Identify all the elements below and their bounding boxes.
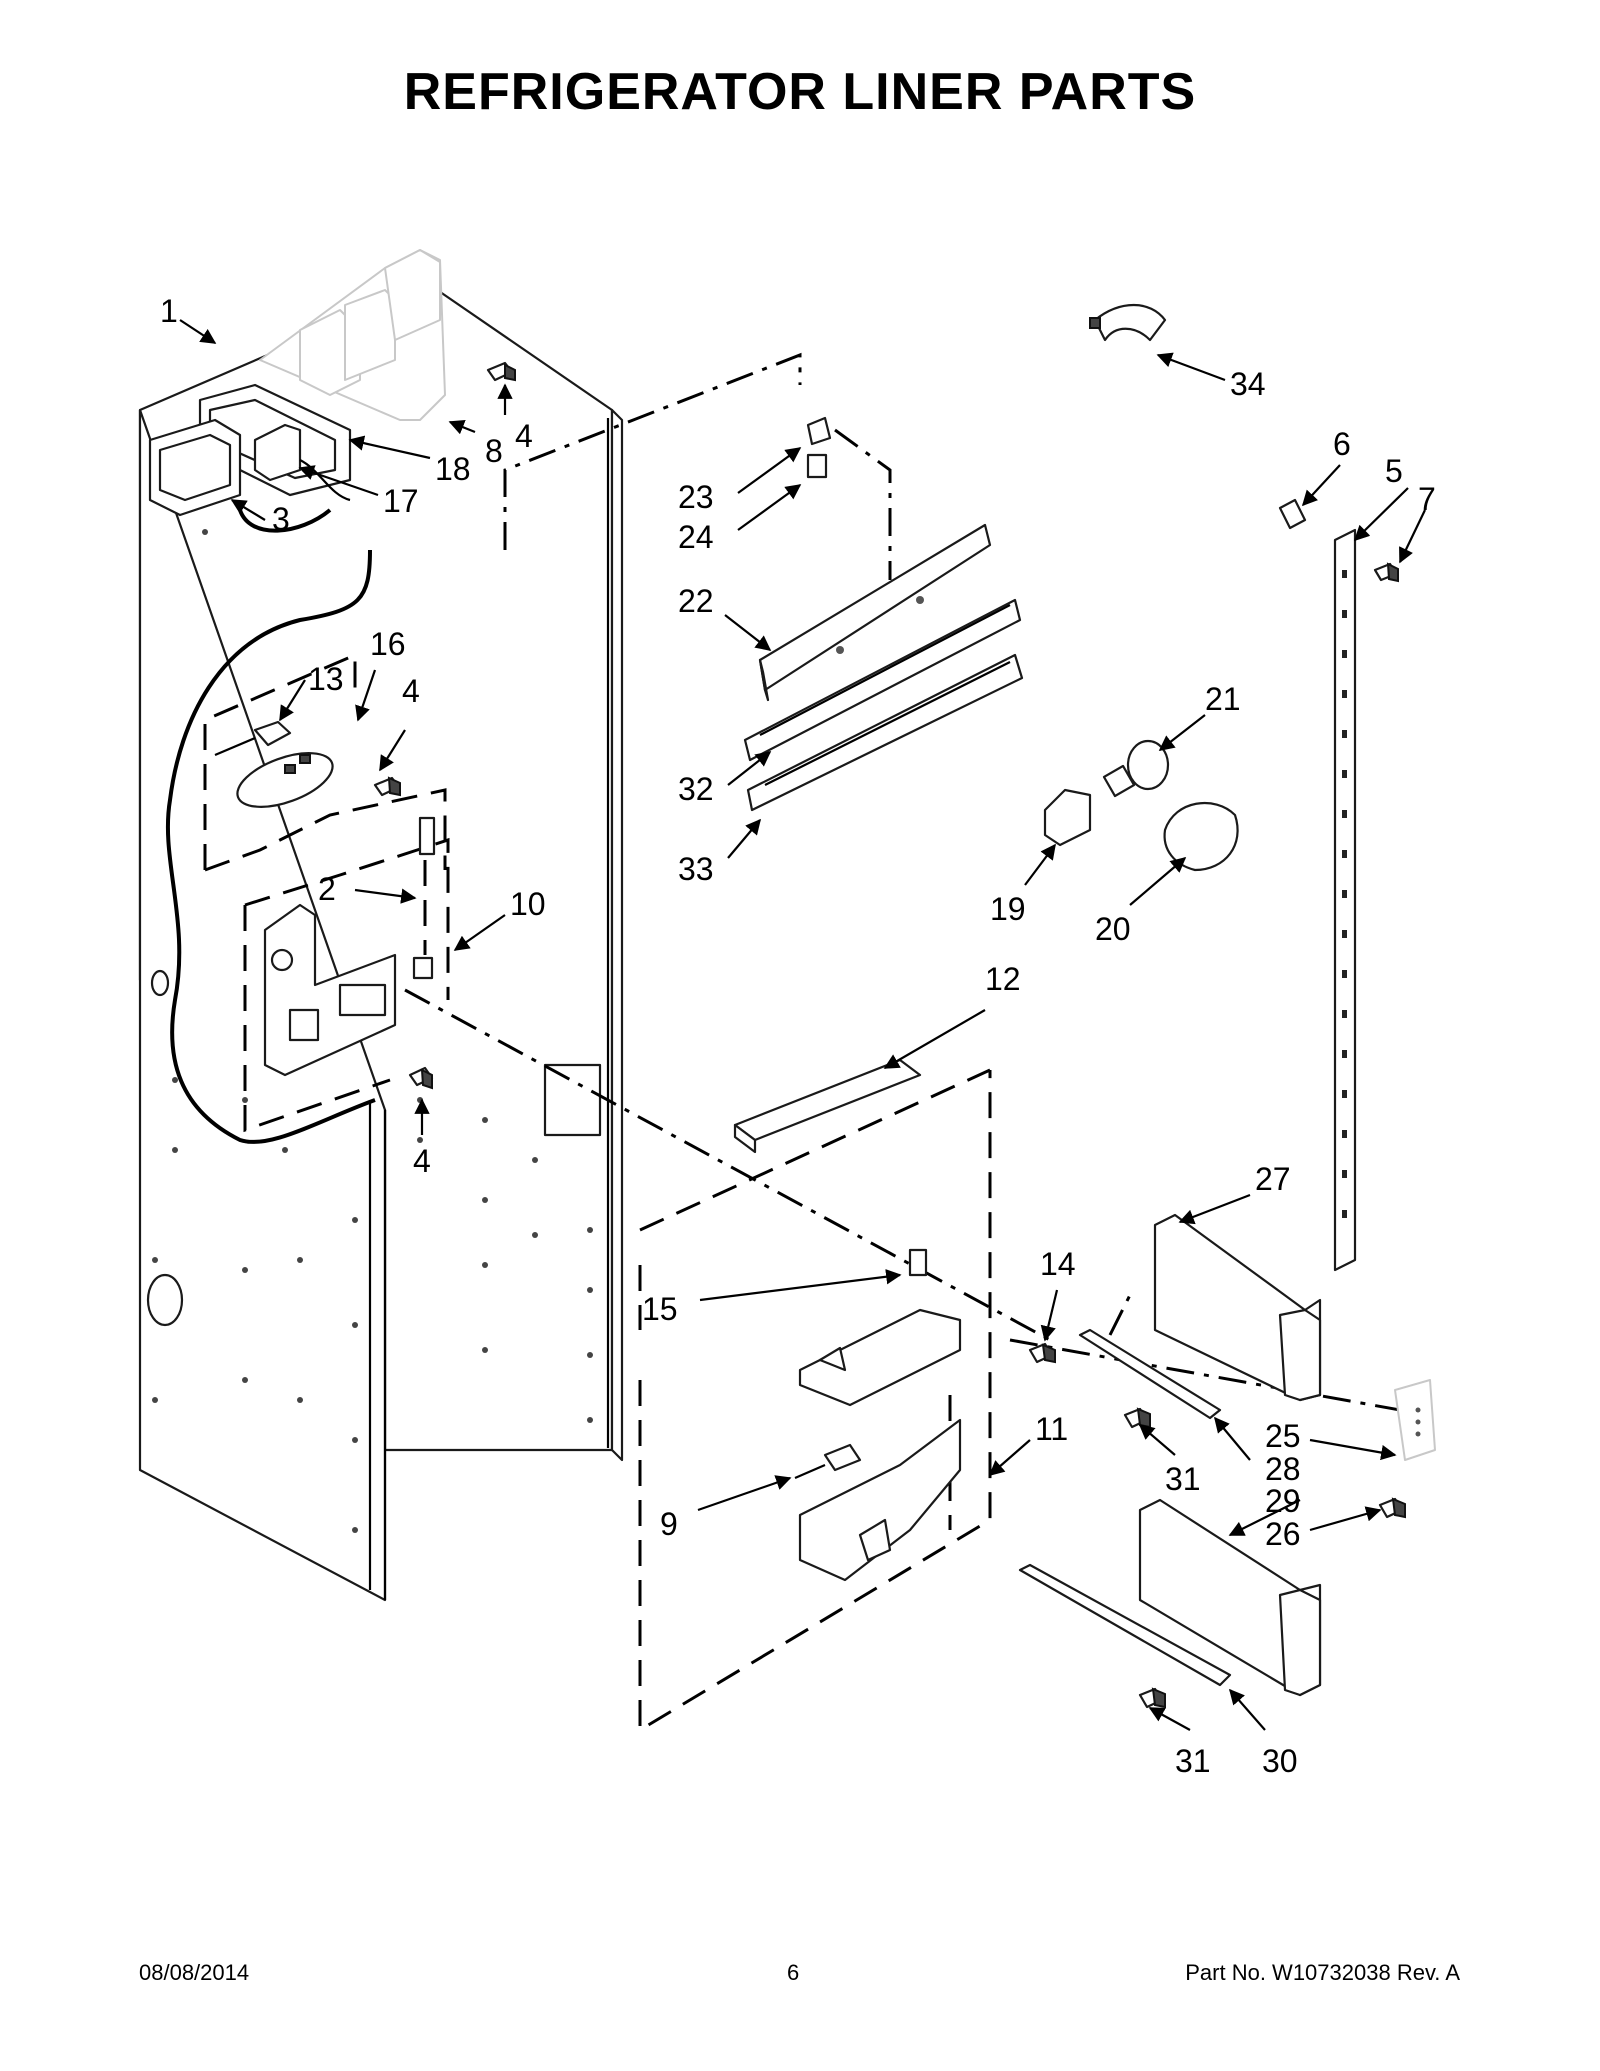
screw-26 [1378, 1497, 1406, 1519]
wire-harness [165, 508, 376, 1144]
cover-housing [798, 1308, 962, 1407]
screw-14 [1028, 1342, 1056, 1364]
callout-6: 6 [1333, 426, 1351, 462]
light-cover-20 [1163, 801, 1239, 872]
footer-part-number: Part No. W10732038 Rev. A [1185, 1960, 1460, 1985]
callout-9: 9 [660, 1506, 678, 1542]
callout-22: 22 [678, 583, 714, 619]
bracket-12 [733, 1058, 922, 1154]
alignment-line-upper [503, 352, 802, 550]
screw-4-top [486, 361, 516, 382]
retainer-clip [412, 816, 436, 980]
callout-4-low: 4 [413, 1143, 431, 1179]
callout-13: 13 [308, 661, 344, 697]
page-title: REFRIGERATOR LINER PARTS [403, 63, 1197, 121]
air-duct-ghost [259, 249, 446, 421]
light-shield-32 [743, 598, 1022, 762]
screw-4-mid [373, 776, 401, 797]
callout-3: 3 [272, 501, 290, 537]
callout-15: 15 [642, 1291, 678, 1327]
callout-25: 25 [1265, 1418, 1301, 1454]
callout-11: 11 [1035, 1411, 1068, 1447]
callout-28: 28 [1265, 1451, 1301, 1487]
screw-31-lower [1138, 1687, 1166, 1709]
bulb-socket-23 [806, 416, 832, 446]
callout-27: 27 [1255, 1161, 1291, 1197]
screw-15 [908, 1248, 928, 1277]
callout-5: 5 [1385, 453, 1403, 489]
control-badge-25 [1394, 1379, 1436, 1461]
callout-4-top: 4 [515, 418, 533, 454]
screw-7 [1373, 562, 1399, 583]
callout-1: 1 [160, 293, 178, 329]
light-shield-33 [746, 653, 1024, 812]
screw-24 [806, 453, 828, 479]
drawer-slide-28 [1078, 1328, 1222, 1420]
callout-33: 33 [678, 851, 714, 887]
dispenser-bracket-10 [243, 905, 391, 1133]
control-housing [148, 418, 242, 517]
callout-26: 26 [1265, 1516, 1301, 1552]
footer-date: 08/08/2014 [139, 1960, 250, 1985]
footer-page-number: 6 [787, 1960, 800, 1985]
callout-labels: 1 2 3 4 4 4 5 6 7 8 9 10 11 12 13 14 15 … [160, 293, 1436, 1779]
callout-4-mid: 4 [402, 673, 420, 709]
control-assembly-bracket-16 [203, 652, 357, 870]
light-bulb-21 [1102, 739, 1170, 798]
refrigerator-liner [138, 283, 624, 1602]
bracket-34 [1089, 303, 1167, 342]
callout-8: 8 [485, 433, 503, 469]
leader-lines [179, 319, 1426, 1731]
alignment-line-lower [404, 988, 1051, 1342]
callout-21: 21 [1205, 681, 1241, 717]
callout-23: 23 [678, 479, 714, 515]
rail-clip-6 [1278, 498, 1307, 530]
callout-32: 32 [678, 771, 714, 807]
callout-18: 18 [435, 451, 471, 487]
callout-12: 12 [985, 961, 1021, 997]
ice-bin-enclosure-11 [638, 1070, 992, 1733]
crisper-cover-29 [1138, 1498, 1322, 1697]
ice-bin [798, 1418, 962, 1582]
callout-31-upper: 31 [1165, 1461, 1201, 1497]
screw-4-low [408, 1066, 434, 1090]
dispenser-housing [263, 903, 397, 1077]
callout-20: 20 [1095, 911, 1131, 947]
wire-connector-9 [794, 1443, 862, 1480]
callout-14: 14 [1040, 1246, 1076, 1282]
control-panel-oval [236, 752, 334, 808]
callout-24: 24 [678, 519, 714, 555]
callout-29: 29 [1265, 1483, 1301, 1519]
thermistor-sensor [214, 720, 292, 757]
crisper-cover-27 [1153, 1213, 1322, 1402]
drawer-slide-30 [1018, 1563, 1232, 1687]
callout-31-lower: 31 [1175, 1743, 1211, 1779]
callout-10: 10 [510, 886, 546, 922]
callout-30: 30 [1262, 1743, 1298, 1779]
shelf-rail-5 [1333, 528, 1357, 1272]
callout-34: 34 [1230, 366, 1266, 402]
light-bracket-22 [758, 523, 992, 702]
screw-31-upper [1123, 1407, 1151, 1429]
callout-17: 17 [383, 483, 419, 519]
callout-19: 19 [990, 891, 1026, 927]
callout-2: 2 [318, 871, 336, 907]
callout-7: 7 [1418, 481, 1436, 517]
callout-16: 16 [370, 626, 406, 662]
lamp-socket-19 [1043, 788, 1092, 847]
